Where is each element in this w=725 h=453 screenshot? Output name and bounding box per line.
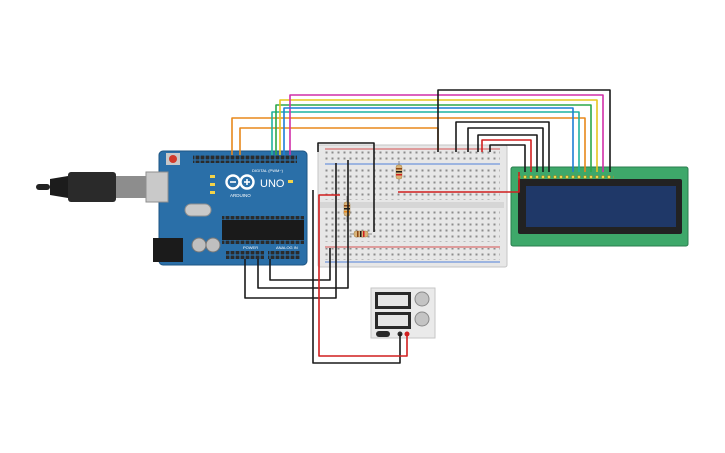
lcd-pin-header[interactable] <box>518 173 614 179</box>
analog-header-label: ANALOG IN <box>276 245 298 250</box>
lcd-16x2-display[interactable] <box>510 166 689 247</box>
arduino-uno-board[interactable]: UNO ARDUINO DIGITAL (PWM~) POWER ANALOG … <box>145 150 308 266</box>
wires <box>231 89 611 364</box>
analog-header[interactable] <box>268 251 300 259</box>
resistor-top[interactable] <box>395 161 403 183</box>
wire-black-lcd-5[interactable] <box>489 144 526 172</box>
power-switch-icon[interactable] <box>376 331 390 337</box>
wire-black-gnd-1[interactable] <box>244 163 337 299</box>
current-knob-icon[interactable] <box>414 311 430 327</box>
wire-red-bb[interactable] <box>398 172 520 193</box>
resistor-bottom[interactable] <box>350 230 372 238</box>
digital-header-label: DIGITAL (PWM~) <box>252 168 284 173</box>
wire-black-lcd-2[interactable] <box>455 121 550 172</box>
wire-black-gnd-3[interactable] <box>269 248 331 281</box>
voltage-knob-icon[interactable] <box>414 291 430 307</box>
usb-cable-end-icon <box>36 184 50 190</box>
usb-cable-icon <box>68 172 116 202</box>
wire-teal[interactable] <box>271 111 580 172</box>
wire-red-lcd[interactable] <box>481 139 532 172</box>
usb-cable[interactable] <box>36 172 162 202</box>
board-brand-label: ARDUINO <box>230 193 251 198</box>
power-header[interactable] <box>226 251 264 259</box>
wire-red-psu[interactable] <box>318 194 408 357</box>
wire-blue[interactable] <box>283 107 574 172</box>
wire-black-top[interactable] <box>317 142 375 232</box>
wire-black-lcd-1[interactable] <box>437 89 611 172</box>
lcd-screen <box>526 186 676 227</box>
wire-black-gnd-2[interactable] <box>257 160 349 289</box>
arduino-logo-icon <box>225 174 255 190</box>
power-header-label: POWER <box>243 245 258 250</box>
wire-black-lcd-4[interactable] <box>477 134 538 172</box>
wire-orange-1[interactable] <box>231 117 586 172</box>
power-supply[interactable] <box>370 287 436 339</box>
board-model-label: UNO <box>260 178 285 190</box>
wire-magenta[interactable] <box>289 94 604 172</box>
atmega-chip <box>222 220 304 240</box>
digital-header[interactable] <box>193 155 297 163</box>
wire-green[interactable] <box>275 104 592 172</box>
wire-black-lcd-3[interactable] <box>467 127 544 172</box>
wire-black-psu[interactable] <box>312 190 401 364</box>
